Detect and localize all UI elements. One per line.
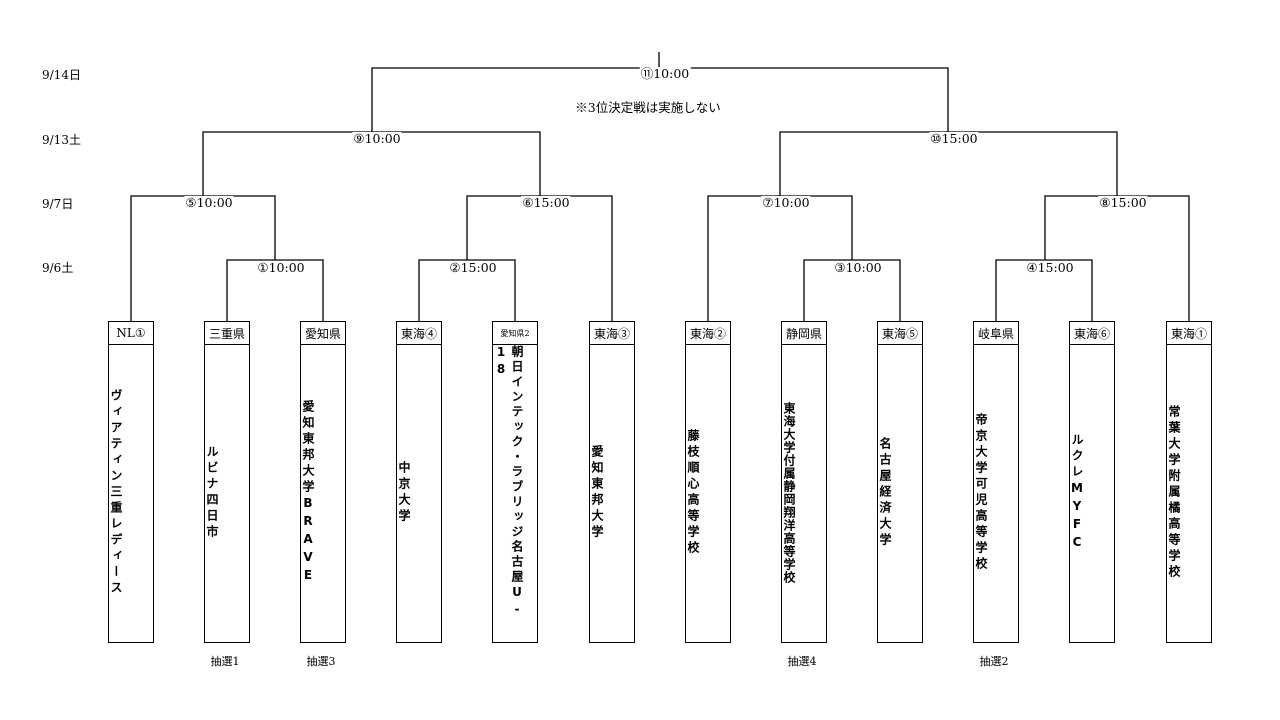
team-seed: 東海⑥ bbox=[1070, 322, 1114, 345]
team-name: 中京大学 bbox=[397, 461, 411, 525]
date-label-first-round: 9/6土 bbox=[42, 261, 74, 275]
draw-label-3: 抽選3 bbox=[306, 655, 336, 668]
team-name: 東海大学付属静岡翔洋高等学校 bbox=[782, 402, 796, 584]
team-seed: NL① bbox=[109, 322, 153, 345]
team-name: 藤枝順心高等学校 bbox=[686, 429, 700, 557]
team-name: 愛知東邦大学 bbox=[590, 445, 604, 541]
team-box-8: 静岡県 東海大学付属静岡翔洋高等学校 bbox=[781, 321, 827, 643]
date-label-quarterfinal: 9/7日 bbox=[42, 197, 74, 211]
bracket-line-m3 bbox=[803, 259, 901, 321]
team-seed: 岐阜県 bbox=[974, 322, 1018, 345]
match-label-3: ③10:00 bbox=[833, 260, 883, 275]
team-name: 朝日インテック・ラブリッジ名古屋U-18 bbox=[494, 345, 524, 619]
match-label-2: ②15:00 bbox=[448, 260, 498, 275]
match-label-5: ⑤10:00 bbox=[184, 195, 234, 210]
date-label-semifinal: 9/13土 bbox=[42, 133, 81, 147]
bracket-line-m6 bbox=[466, 195, 613, 321]
bracket-line-m5 bbox=[130, 195, 276, 321]
third-place-note: ※3位決定戦は実施しない bbox=[575, 100, 721, 115]
draw-label-4: 抽選4 bbox=[787, 655, 817, 668]
bracket-line-m2 bbox=[418, 259, 516, 321]
team-box-6: 東海③ 愛知東邦大学 bbox=[589, 321, 635, 643]
team-box-7: 東海② 藤枝順心高等学校 bbox=[685, 321, 731, 643]
team-box-12: 東海① 常葉大学附属橘高等学校 bbox=[1166, 321, 1212, 643]
bracket-line-m4 bbox=[995, 259, 1093, 321]
match-label-6: ⑥15:00 bbox=[521, 195, 571, 210]
team-seed: 東海⑤ bbox=[878, 322, 922, 345]
team-name: 帝京大学可児高等学校 bbox=[974, 413, 988, 573]
team-box-5: 愛知県2 朝日インテック・ラブリッジ名古屋U-18 bbox=[492, 321, 538, 643]
bracket-line-m1 bbox=[226, 259, 324, 321]
match-label-4: ④15:00 bbox=[1025, 260, 1075, 275]
team-box-11: 東海⑥ ルクレMYFC bbox=[1069, 321, 1115, 643]
date-label-final: 9/14日 bbox=[42, 68, 81, 82]
bracket-line-m8 bbox=[1044, 195, 1190, 321]
team-name: 愛知東邦大学BRAVE bbox=[301, 400, 315, 586]
bracket-line-m7 bbox=[707, 195, 853, 321]
team-seed: 愛知県2 bbox=[493, 322, 537, 345]
team-name: 常葉大学附属橘高等学校 bbox=[1167, 405, 1181, 581]
team-box-4: 東海④ 中京大学 bbox=[396, 321, 442, 643]
team-seed: 東海③ bbox=[590, 322, 634, 345]
team-box-1: NL① ヴィアティン三重レディース bbox=[108, 321, 154, 643]
team-name: 名古屋経済大学 bbox=[878, 437, 892, 549]
team-box-2: 三重県 ルビナ四日市 bbox=[204, 321, 250, 643]
team-seed: 東海① bbox=[1167, 322, 1211, 345]
match-label-10: ⑩15:00 bbox=[929, 131, 979, 146]
team-seed: 東海④ bbox=[397, 322, 441, 345]
team-name: ルクレMYFC bbox=[1070, 433, 1084, 553]
draw-label-2: 抽選2 bbox=[979, 655, 1009, 668]
match-label-7: ⑦10:00 bbox=[761, 195, 811, 210]
team-seed: 静岡県 bbox=[782, 322, 826, 345]
team-name: ヴィアティン三重レディース bbox=[109, 389, 123, 597]
team-seed: 東海② bbox=[686, 322, 730, 345]
match-label-8: ⑧15:00 bbox=[1098, 195, 1148, 210]
team-seed: 愛知県 bbox=[301, 322, 345, 345]
team-seed: 三重県 bbox=[205, 322, 249, 345]
team-box-9: 東海⑤ 名古屋経済大学 bbox=[877, 321, 923, 643]
team-box-3: 愛知県 愛知東邦大学BRAVE bbox=[300, 321, 346, 643]
match-label-9: ⑨10:00 bbox=[352, 131, 402, 146]
match-label-11: ⑪10:00 bbox=[639, 66, 691, 81]
draw-label-1: 抽選1 bbox=[210, 655, 240, 668]
team-box-10: 岐阜県 帝京大学可児高等学校 bbox=[973, 321, 1019, 643]
match-label-1: ①10:00 bbox=[256, 260, 306, 275]
team-name: ルビナ四日市 bbox=[205, 445, 219, 541]
